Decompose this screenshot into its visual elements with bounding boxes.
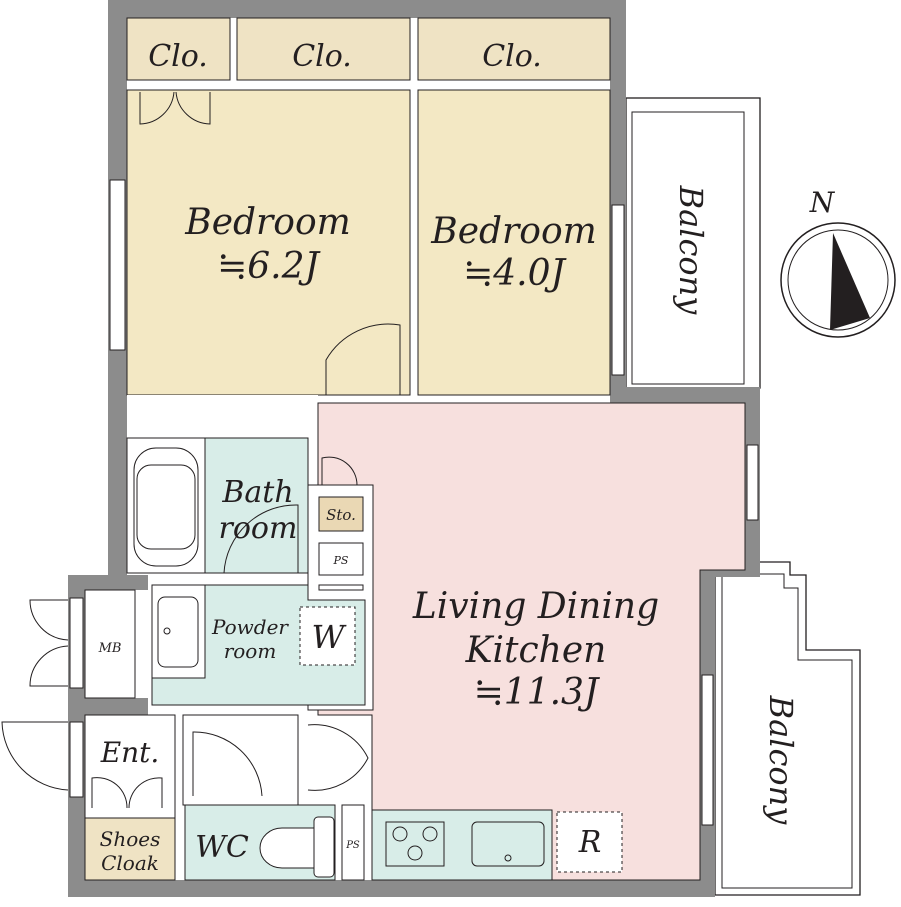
ldk-label-2: Kitchen xyxy=(465,630,607,671)
ldk-size: ≒11.3J xyxy=(474,672,601,713)
bedroom-2-size: ≒4.0J xyxy=(463,253,567,294)
kitchen-counter xyxy=(371,809,553,881)
sink-icon xyxy=(471,821,545,867)
storage-door xyxy=(321,456,358,486)
ps-1-label: PS xyxy=(333,554,349,567)
pipe-space-2 xyxy=(341,804,365,881)
closet-door xyxy=(139,91,211,125)
closet-3-label: Clo. xyxy=(482,39,542,74)
washer-label: W xyxy=(312,618,348,656)
bedroom-2-label: Bedroom xyxy=(430,211,597,252)
meter-box-door xyxy=(29,599,69,687)
north-compass-icon: N xyxy=(780,186,896,338)
shoes-cloak xyxy=(84,817,176,881)
storage-label: Sto. xyxy=(326,506,356,524)
closet-1-label: Clo. xyxy=(148,39,208,74)
balcony-upper-label: Balcony xyxy=(672,185,710,316)
storage xyxy=(318,496,364,532)
meter-box-label: MB xyxy=(98,641,122,656)
bath-label-2: room xyxy=(219,511,298,546)
balcony-lower-label: Balcony xyxy=(762,695,800,826)
ldk-door xyxy=(307,724,369,791)
closet-3 xyxy=(417,17,611,81)
powder-label-1: Powder xyxy=(211,615,289,639)
washer-space xyxy=(299,606,356,666)
entrance-label: Ent. xyxy=(100,736,160,769)
entrance-door xyxy=(1,721,69,791)
bathtub-icon xyxy=(133,447,199,567)
refrigerator-label: R xyxy=(578,825,602,860)
wc-label: WC xyxy=(195,830,249,865)
ps-2-label: PS xyxy=(345,840,360,851)
washbasin-icon xyxy=(151,584,206,679)
refrigerator-space xyxy=(556,811,623,873)
closet-2 xyxy=(236,17,411,81)
balcony-lower: Balcony xyxy=(714,561,861,896)
ldk-label-1: Living Dining xyxy=(412,586,659,627)
closet-1 xyxy=(126,17,231,81)
pipe-space-1 xyxy=(318,542,364,576)
powder-label-2: room xyxy=(224,639,277,663)
balcony-upper: Balcony xyxy=(625,97,761,389)
compass-north-label: N xyxy=(809,186,836,219)
bath-label-1: Bath xyxy=(221,475,293,510)
stove-icon xyxy=(385,821,445,867)
shoes-cloak-door xyxy=(91,777,163,809)
bedroom-1-label: Bedroom xyxy=(184,202,351,243)
toilet-icon xyxy=(259,816,335,878)
shoes-cloak-label-2: Cloak xyxy=(101,851,159,875)
shoes-cloak-label-1: Shoes xyxy=(100,827,161,851)
bedroom-1-size: ≒6.2J xyxy=(217,246,321,287)
bath-door xyxy=(223,504,299,574)
bedroom-door xyxy=(325,323,401,395)
bedroom-1 xyxy=(126,89,411,396)
wc-door xyxy=(192,731,263,797)
bedroom-2 xyxy=(417,89,611,396)
closet-2-label: Clo. xyxy=(292,39,352,74)
meter-box xyxy=(84,589,136,699)
